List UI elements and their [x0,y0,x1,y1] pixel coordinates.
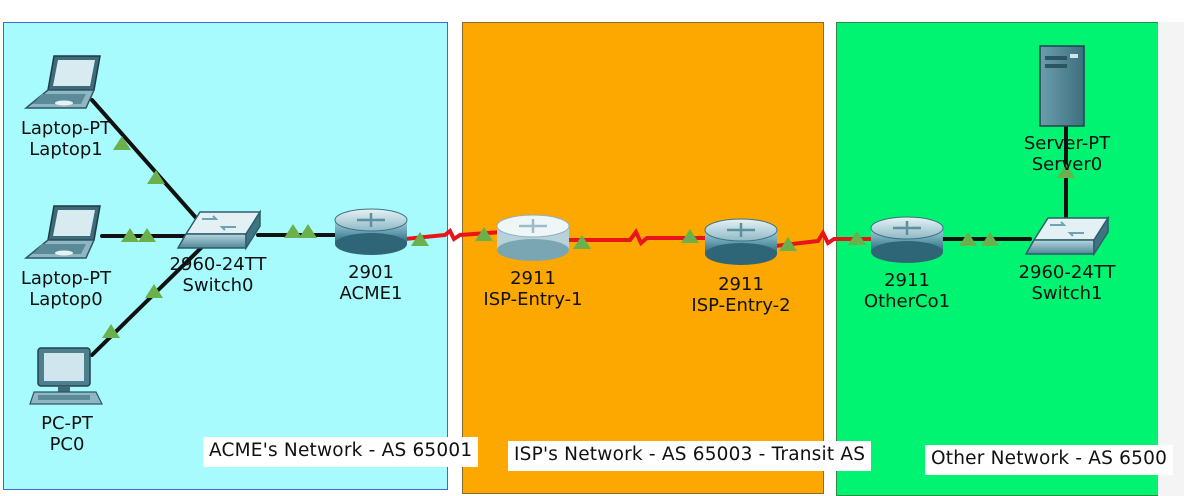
router-icon[interactable] [870,216,944,263]
device-name: OtherCo1 [863,291,951,312]
device-model: 2911 [510,268,556,289]
link-status-indicators [102,136,1075,338]
device-name: Switch1 [1031,283,1103,304]
device-label-pc0: PC-PT PC0 [41,413,93,455]
server-icon[interactable] [1039,45,1085,127]
device-name: Server0 [1031,154,1103,175]
serial-links [404,227,876,248]
pc-icon[interactable] [29,347,103,405]
device-model: Server-PT [1023,133,1111,154]
region-label-isp: ISP's Network - AS 65003 - Transit AS [508,441,872,471]
switch-icon[interactable] [1024,215,1110,257]
device-label-otherco1: 2911 OtherCo1 [864,270,950,312]
switch-icon[interactable] [176,209,262,251]
device-label-isp-entry-1: 2911 ISP-Entry-1 [483,268,582,310]
router-icon[interactable] [704,218,778,265]
device-name: ISP-Entry-1 [483,289,583,310]
device-label-server0: Server-PT Server0 [1024,133,1110,175]
device-name: Switch0 [182,275,254,296]
laptop-icon[interactable] [23,55,101,109]
device-model: 2960-24TT [1018,262,1116,283]
region-label-other: Other Network - AS 6500 [925,445,1174,475]
device-label-isp-entry-2: 2911 ISP-Entry-2 [691,274,790,316]
canvas-edge [1158,22,1184,496]
device-label-acme1: 2901 ACME1 [340,262,403,304]
device-name: ISP-Entry-2 [691,295,791,316]
device-label-switch1: 2960-24TT Switch1 [1019,262,1116,304]
router-icon[interactable] [496,214,570,261]
laptop-icon[interactable] [23,205,101,259]
device-label-laptop0: Laptop-PT Laptop0 [21,268,111,310]
router-icon[interactable] [334,208,408,255]
device-model: 2901 [348,262,394,283]
device-model: 2911 [884,270,930,291]
device-label-switch0: 2960-24TT Switch0 [170,254,267,296]
device-model: 2960-24TT [169,254,267,275]
device-model: Laptop-PT [20,268,112,289]
region-label-acme: ACME's Network - AS 65001 [203,437,479,467]
device-model: Laptop-PT [20,118,112,139]
device-name: ACME1 [339,283,403,304]
device-label-laptop1: Laptop-PT Laptop1 [21,118,111,160]
device-name: Laptop1 [29,139,103,160]
device-model: PC-PT [41,413,93,434]
device-model: 2911 [718,274,764,295]
device-name: Laptop0 [29,289,103,310]
device-name: PC0 [49,434,85,455]
